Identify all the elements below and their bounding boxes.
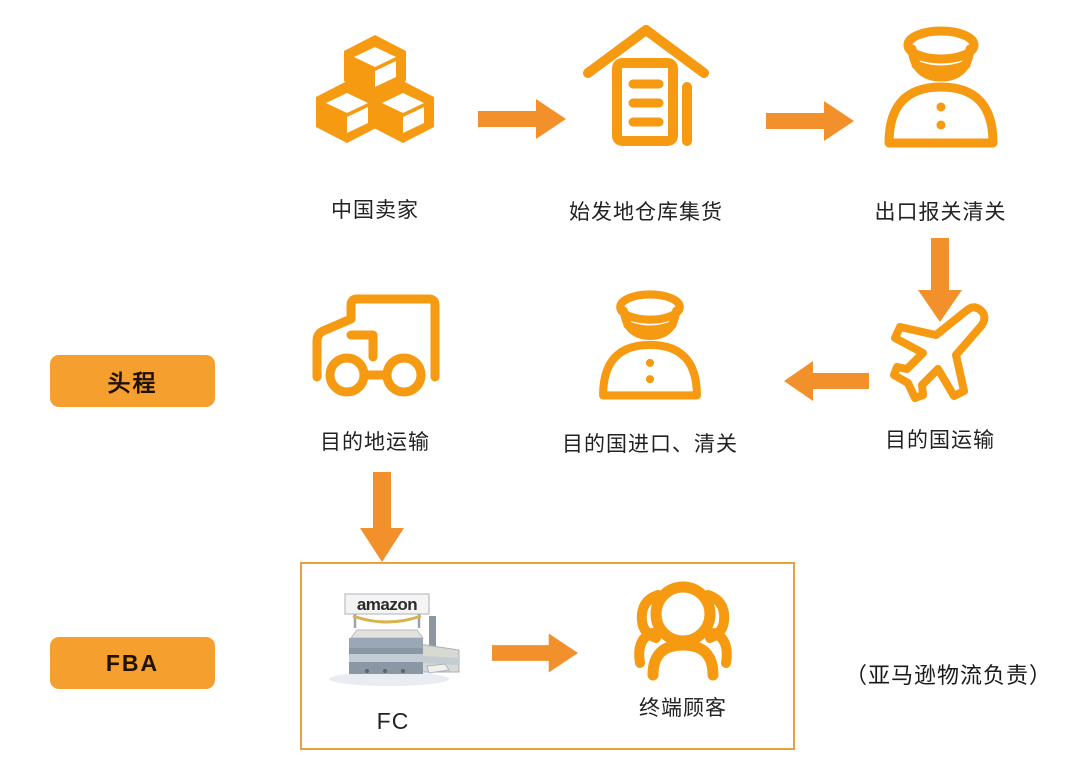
badge-first-leg: 头程 xyxy=(50,355,215,407)
truck-icon xyxy=(310,290,440,398)
arrow-freight-to-import xyxy=(783,360,871,402)
badge-fba: FBA xyxy=(50,637,215,689)
arrow-export-to-freight xyxy=(916,238,964,324)
node-seller: 中国卖家 xyxy=(305,30,445,224)
node-fulfillment-center: amazon xyxy=(318,588,468,735)
customs-officer-icon xyxy=(590,288,710,400)
node-destination-transport: 目的地运输 xyxy=(305,290,445,456)
customs-officer-icon xyxy=(881,24,1001,148)
fba-responsibility-note: （亚马逊物流负责） xyxy=(845,663,1053,688)
svg-text:amazon: amazon xyxy=(357,595,417,614)
customers-icon xyxy=(613,580,753,684)
node-import-customs: 目的国进口、清关 xyxy=(550,288,750,458)
node-origin-warehouse: 始发地仓库集货 xyxy=(556,24,736,226)
node-fulfillment-center-label: FC xyxy=(376,708,410,734)
arrow-transport-to-fc xyxy=(358,472,406,564)
node-end-customer: 终端顾客 xyxy=(608,580,758,722)
node-destination-transport-label: 目的地运输 xyxy=(320,431,430,454)
node-end-customer-label: 终端顾客 xyxy=(639,697,727,720)
warehouse-icon xyxy=(581,24,711,148)
node-seller-label: 中国卖家 xyxy=(331,199,419,222)
badge-first-leg-label: 头程 xyxy=(107,370,158,396)
amazon-warehouse-icon: amazon xyxy=(323,588,463,688)
airplane-icon xyxy=(885,302,995,402)
arrow-warehouse-to-export xyxy=(766,100,856,142)
badge-fba-label: FBA xyxy=(105,649,160,676)
arrow-seller-to-warehouse xyxy=(478,98,568,140)
stacked-boxes-icon xyxy=(315,30,435,148)
node-international-freight: 目的国运输 xyxy=(860,302,1020,454)
node-import-customs-label: 目的国进口、清关 xyxy=(562,433,738,456)
node-export-customs: 出口报关清关 xyxy=(858,24,1023,226)
node-origin-warehouse-label: 始发地仓库集货 xyxy=(569,201,723,224)
node-international-freight-label: 目的国运输 xyxy=(885,429,995,452)
node-export-customs-label: 出口报关清关 xyxy=(874,201,1007,224)
arrow-fc-to-customer xyxy=(492,632,580,674)
